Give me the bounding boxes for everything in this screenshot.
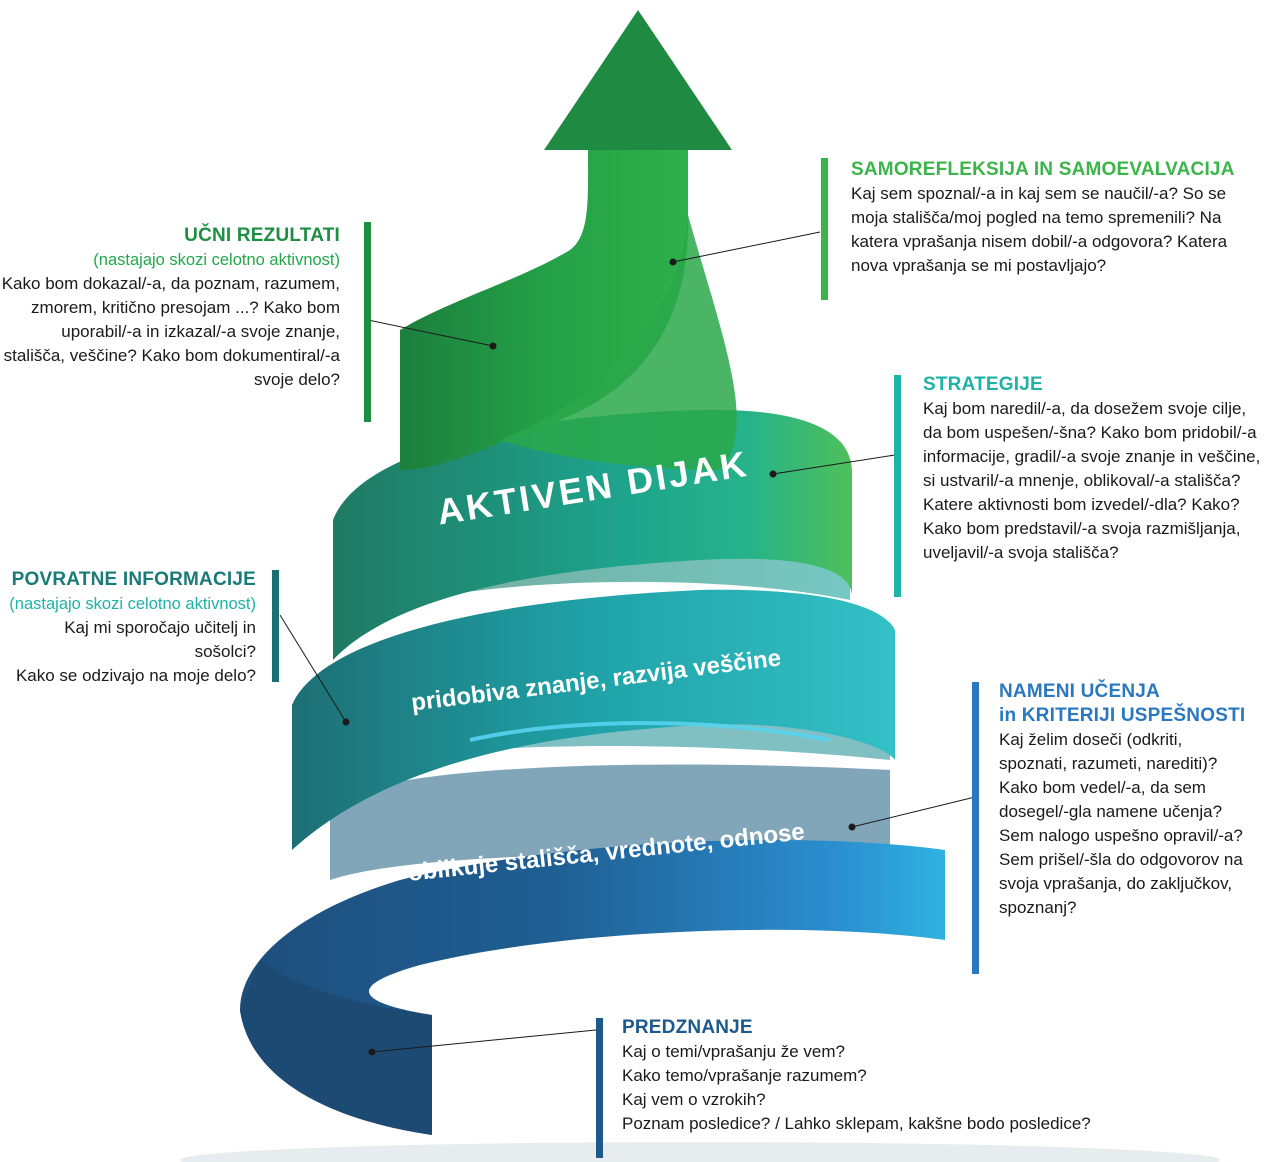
connector-povratne	[279, 614, 347, 723]
arrow-shaft-back	[500, 215, 737, 470]
dot-ucni	[489, 342, 497, 350]
ucni-title: UČNI REZULTATI	[184, 225, 340, 246]
samo-body: Kaj sem spoznal/-a in kaj sem se naučil/…	[851, 184, 1228, 275]
connector-nameni	[851, 796, 976, 828]
bar-predznanje	[596, 1018, 603, 1158]
bar-strategije	[894, 375, 901, 597]
block-strategije: STRATEGIJE Kaj bom naredil/-a, da doseže…	[923, 373, 1263, 565]
bar-povratne	[272, 570, 279, 682]
bar-nameni	[972, 682, 979, 974]
ucni-body: Kako bom dokazal/-a, da poznam, razumem,…	[1, 274, 340, 389]
povratne-subtitle: (nastajajo skozi celotno aktivnost)	[9, 595, 256, 613]
block-ucni: UČNI REZULTATI (nastajajo skozi celotno …	[0, 224, 340, 392]
samo-title: SAMOREFLEKSIJA IN SAMOEVALVACIJA	[851, 159, 1235, 180]
connector-ucni	[367, 319, 494, 347]
nameni-title-2: in KRITERIJI USPEŠNOSTI	[999, 705, 1246, 726]
bar-ucni	[364, 222, 371, 422]
bar-samo	[821, 158, 828, 300]
dot-strategije	[769, 470, 777, 478]
block-predznanje: PREDZNANJE Kaj o temi/vprašanju že vem? …	[622, 1016, 1262, 1136]
block-nameni: NAMENI UČENJA in KRITERIJI USPEŠNOSTI Ka…	[999, 680, 1261, 920]
connector-dots	[342, 258, 856, 1056]
arrow-shaft	[400, 150, 689, 470]
band-bottom-tail	[240, 960, 432, 1135]
block-povratne: POVRATNE INFORMACIJE (nastajajo skozi ce…	[0, 568, 256, 688]
povratne-body: Kaj mi sporočajo učitelj in sošolci? Kak…	[15, 618, 256, 685]
strategije-title: STRATEGIJE	[923, 374, 1043, 395]
ground-shadow	[180, 1142, 1220, 1162]
predznanje-body: Kaj o temi/vprašanju že vem? Kako temo/v…	[622, 1042, 1091, 1133]
block-samo: SAMOREFLEKSIJA IN SAMOEVALVACIJA Kaj sem…	[851, 158, 1261, 278]
connector-samo	[672, 231, 821, 263]
strategije-body: Kaj bom naredil/-a, da dosežem svoje cil…	[923, 399, 1261, 562]
connector-strategije	[772, 454, 896, 475]
predznanje-title: PREDZNANJE	[622, 1017, 753, 1038]
band-middle	[292, 589, 895, 850]
nameni-title-1: NAMENI UČENJA	[999, 681, 1160, 702]
ucni-subtitle: (nastajajo skozi celotno aktivnost)	[93, 251, 340, 269]
dot-povratne	[342, 718, 350, 726]
dot-samo	[669, 258, 677, 266]
nameni-body: Kaj želim doseči (odkriti, spoznati, raz…	[999, 730, 1243, 917]
connector-predznanje	[371, 1029, 597, 1053]
povratne-title: POVRATNE INFORMACIJE	[11, 569, 256, 590]
connectors	[279, 231, 976, 1053]
arrow-head	[544, 10, 732, 150]
dot-predznanje	[368, 1048, 376, 1056]
band-upper	[333, 409, 852, 660]
band-middle-highlight	[469, 721, 831, 742]
dot-nameni	[848, 823, 856, 831]
